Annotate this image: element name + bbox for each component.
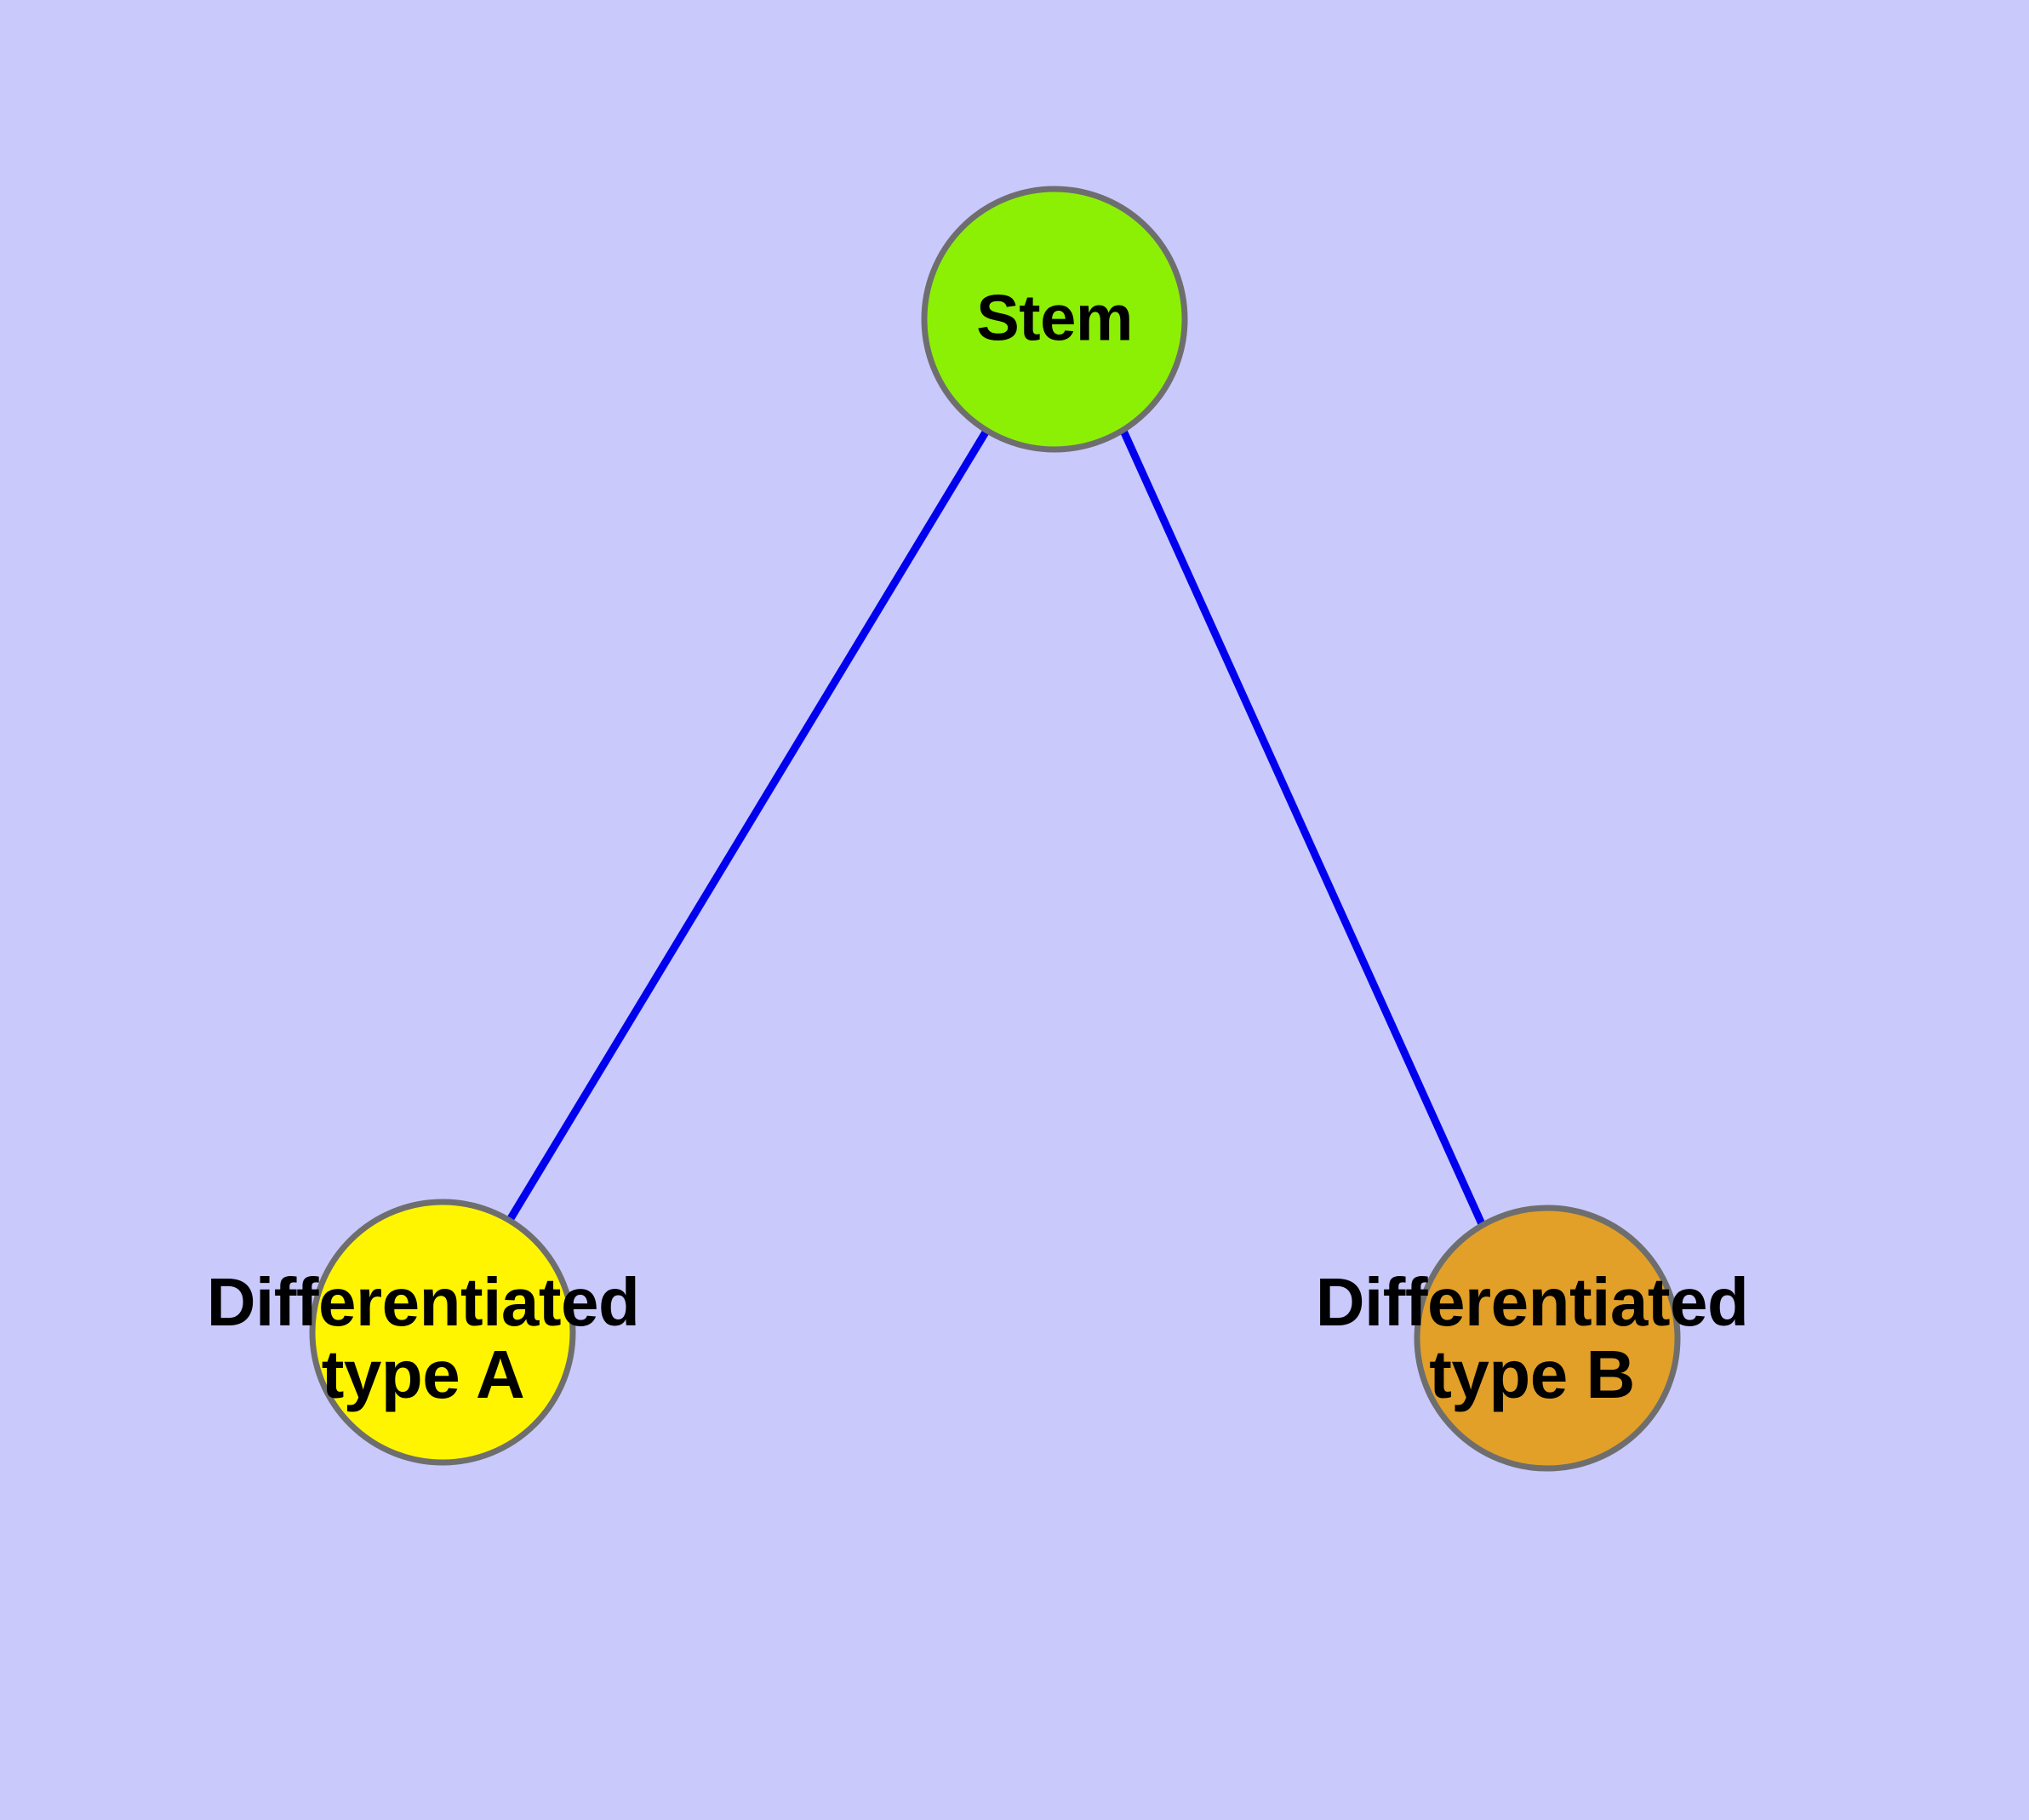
graph-node-diff-b[interactable] (1414, 1205, 1681, 1472)
graph-edge-stem-to-diff-a[interactable] (506, 428, 990, 1222)
edge-layer (506, 428, 1487, 1228)
node-layer (309, 186, 1681, 1472)
graph-node-diff-a[interactable] (309, 1199, 576, 1466)
graph-edge-stem-to-diff-b[interactable] (1119, 429, 1487, 1228)
graph-node-stem[interactable] (921, 186, 1188, 453)
